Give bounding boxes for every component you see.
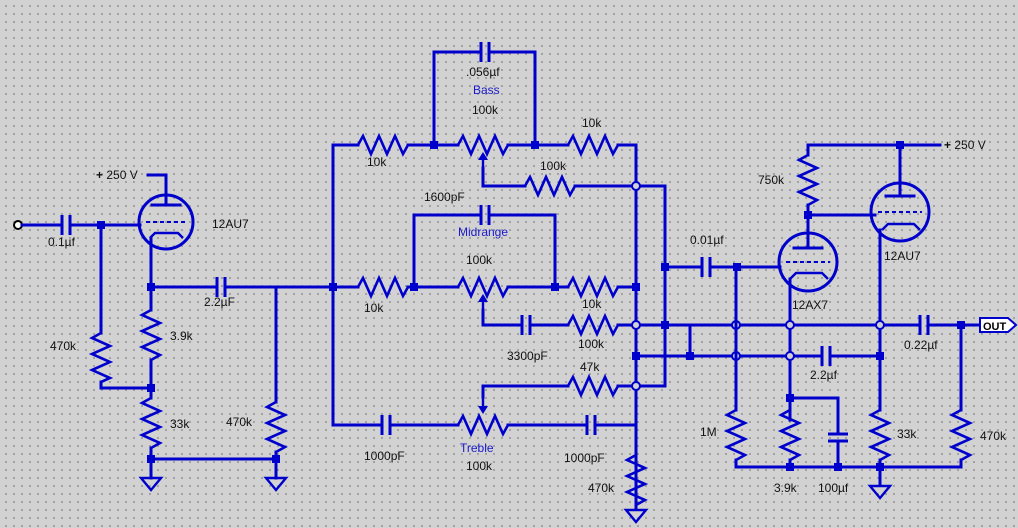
r-3-9k-left-label: 3.9k bbox=[170, 329, 194, 343]
ground-symbol bbox=[263, 476, 289, 492]
resistor-750k bbox=[795, 153, 821, 207]
resistor-10k-mid-left bbox=[356, 274, 410, 300]
junction bbox=[686, 352, 694, 360]
resistor-470k-left bbox=[88, 331, 114, 384]
tube-12ax7 bbox=[777, 213, 839, 293]
resistor-3-9k-right bbox=[777, 408, 803, 462]
treble-pot-label: 100k bbox=[466, 459, 493, 473]
ground-symbol bbox=[867, 484, 893, 500]
ground-symbol bbox=[138, 476, 164, 492]
r-750k-label: 750k bbox=[758, 173, 785, 187]
tube-12au7-left bbox=[137, 193, 195, 286]
c-mid-label: 1600pF bbox=[424, 190, 465, 204]
tube-12au7-right bbox=[869, 143, 931, 243]
c-bass-label: .056µf bbox=[466, 65, 500, 79]
r-100k-mid-label: 100k bbox=[578, 337, 605, 351]
c-022-label: 0.22µf bbox=[904, 338, 938, 352]
resistor-100k-top bbox=[523, 173, 577, 199]
resistor-470k-bottom bbox=[623, 453, 649, 507]
c-1000-left-label: 1000pF bbox=[364, 449, 405, 463]
resistor-47k bbox=[566, 373, 620, 399]
bass-pot-label: 100k bbox=[472, 103, 499, 117]
resistor-470k-left-label: 470k bbox=[50, 339, 77, 353]
resistor-100k-mid bbox=[566, 312, 620, 338]
output-label: OUT bbox=[983, 321, 1007, 333]
output-port[interactable] bbox=[979, 317, 1018, 333]
junction bbox=[632, 283, 640, 291]
resistor-33k-right bbox=[867, 408, 893, 462]
tube1-label: 12AU7 bbox=[212, 217, 249, 231]
junction bbox=[272, 455, 280, 463]
input-capacitor-label: 0.1µf bbox=[48, 235, 76, 249]
resistor-10k-top-right bbox=[566, 132, 620, 158]
resistor-10k-top-left bbox=[356, 132, 410, 158]
r-100k-top-label: 100k bbox=[540, 159, 567, 173]
resistor-1m bbox=[723, 408, 749, 462]
r-33k-right-label: 33k bbox=[897, 427, 917, 441]
c-1000-right-label: 1000pF bbox=[564, 451, 605, 465]
power-label-left: + 250 V bbox=[96, 168, 138, 182]
r-470k-mid-label: 470k bbox=[226, 415, 253, 429]
tube2-label: 12AX7 bbox=[792, 298, 828, 312]
pot-bass[interactable] bbox=[456, 132, 510, 158]
treble-name-label: Treble bbox=[460, 441, 494, 455]
r-10k-mid-right-label: 10k bbox=[582, 297, 602, 311]
r-33k-left-label: 33k bbox=[170, 417, 190, 431]
pot-mid[interactable] bbox=[456, 274, 510, 300]
r-10k-mid-left-label: 10k bbox=[364, 301, 384, 315]
c-3300-label: 3300pF bbox=[507, 349, 548, 363]
c-001-label: 0.01µf bbox=[690, 233, 724, 247]
input-jack[interactable] bbox=[13, 220, 62, 230]
junction bbox=[786, 463, 794, 471]
r-10k-top-right-label: 10k bbox=[582, 116, 602, 130]
r-10k-top-left-label: 10k bbox=[367, 155, 387, 169]
r-1m-label: 1M bbox=[700, 425, 717, 439]
resistor-470k-mid bbox=[263, 400, 289, 454]
bass-name-label: Bass bbox=[473, 83, 500, 97]
power-label-right: + 250 V bbox=[944, 138, 986, 152]
r-470k-bottom-label: 470k bbox=[588, 481, 615, 495]
junction bbox=[661, 321, 669, 329]
c-2-2uf-label: 2.2µf bbox=[810, 368, 838, 382]
resistor-10k-mid-right bbox=[566, 274, 620, 300]
junction bbox=[876, 352, 884, 360]
resistor-33k-left bbox=[138, 396, 164, 450]
tube3-label: 12AU7 bbox=[884, 249, 921, 263]
r-470k-right-label: 470k bbox=[980, 429, 1007, 443]
r-47k-label: 47k bbox=[580, 360, 600, 374]
c-100uf-label: 100µf bbox=[818, 481, 849, 495]
pot-treble[interactable] bbox=[456, 412, 510, 438]
junction bbox=[876, 463, 884, 471]
junction bbox=[147, 384, 155, 392]
resistor-3-9k-left bbox=[138, 308, 164, 362]
resistor-470k-right bbox=[948, 408, 974, 462]
mid-name-label: Midrange bbox=[458, 225, 508, 239]
mid-pot-label: 100k bbox=[466, 253, 493, 267]
coupling-cap-label: 2.2µF bbox=[204, 295, 235, 309]
r-3-9k-right-label: 3.9k bbox=[774, 481, 798, 495]
ground-symbol bbox=[623, 508, 649, 524]
junction bbox=[834, 463, 842, 471]
